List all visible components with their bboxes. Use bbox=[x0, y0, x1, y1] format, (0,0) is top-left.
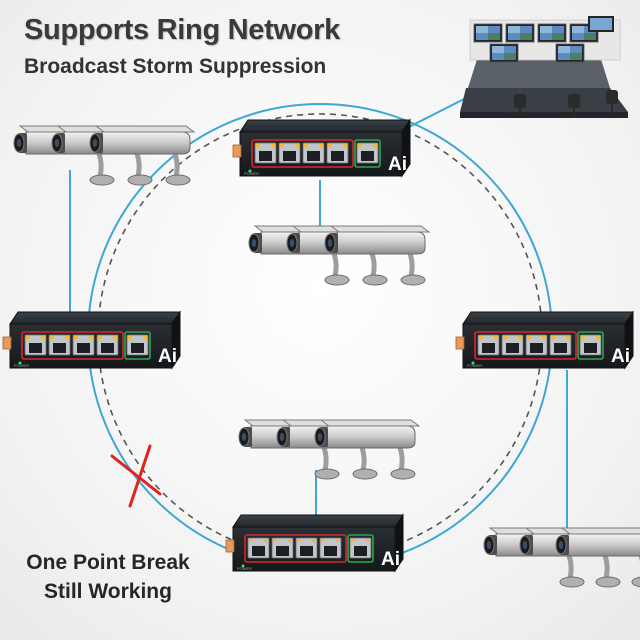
switch-left bbox=[2, 311, 181, 369]
switch-left-power-label: POWER bbox=[14, 363, 29, 368]
break-caption-line1: One Point Break bbox=[26, 551, 190, 574]
page-subtitle: Broadcast Storm Suppression bbox=[24, 55, 327, 78]
camera-group-center bbox=[249, 226, 429, 285]
switch-bottom bbox=[225, 514, 404, 572]
camera-group-bottom-right bbox=[484, 528, 640, 587]
break-caption: One Point Break Still Working bbox=[10, 548, 206, 606]
switch-top-power-label: POWER bbox=[244, 171, 259, 176]
switch-right-brand: Ai bbox=[611, 346, 630, 367]
switch-top-brand: Ai bbox=[388, 154, 407, 175]
switch-left-brand: Ai bbox=[158, 346, 177, 367]
switch-right bbox=[455, 311, 634, 369]
control-room-icon bbox=[460, 16, 628, 118]
break-caption-line2: Still Working bbox=[44, 580, 172, 603]
link-break-x bbox=[110, 444, 162, 508]
switch-bottom-brand: Ai bbox=[381, 549, 400, 570]
camera-group-top-left bbox=[14, 126, 194, 185]
switch-bottom-power-label: POWER bbox=[237, 566, 252, 571]
page-title: Supports Ring Network bbox=[24, 14, 340, 46]
switch-top bbox=[232, 119, 411, 177]
camera-group-lower-center bbox=[239, 420, 419, 479]
switch-right-power-label: POWER bbox=[467, 363, 482, 368]
